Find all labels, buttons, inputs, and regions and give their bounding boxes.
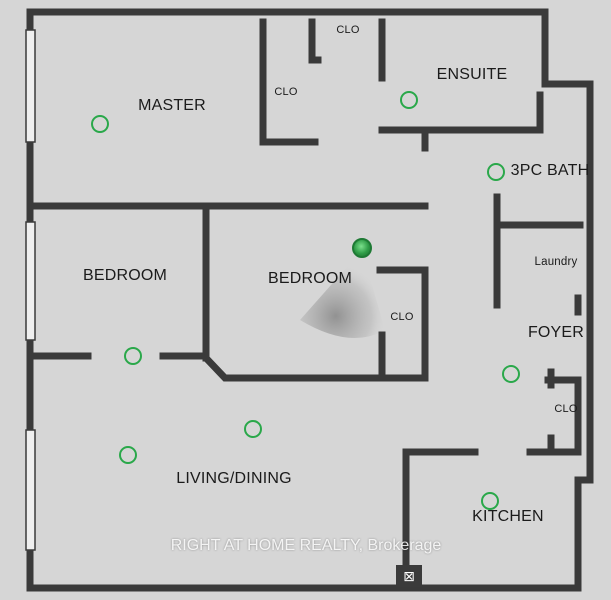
viewpoint-marker-ensuite[interactable] (400, 91, 418, 109)
entry-icon: ⊠ (396, 565, 422, 587)
room-label-ensuite: ENSUITE (436, 66, 508, 83)
viewpoint-marker-active[interactable] (352, 238, 372, 258)
viewpoint-marker-foyer[interactable] (502, 365, 520, 383)
room-label-foyer: FOYER (527, 324, 585, 341)
viewpoint-marker-dining[interactable] (119, 446, 137, 464)
room-label-closet-master: CLO (274, 86, 298, 98)
viewpoint-marker-living[interactable] (244, 420, 262, 438)
room-label-closet-foyer: CLO (554, 403, 578, 415)
room-label-closet-top: CLO (336, 24, 360, 36)
room-label-bedroom-left: BEDROOM (82, 267, 168, 284)
room-label-bedroom-center: BEDROOM (267, 270, 353, 287)
viewpoint-marker-master[interactable] (91, 115, 109, 133)
view-cone (300, 250, 385, 338)
watermark: RIGHT AT HOME REALTY, Brokerage (170, 537, 442, 554)
room-label-laundry: Laundry (534, 256, 578, 268)
windows (25, 29, 36, 551)
room-label-living-dining: LIVING/DINING (176, 470, 292, 487)
room-label-closet-bedroom: CLO (390, 311, 414, 323)
viewpoint-marker-bath[interactable] (487, 163, 505, 181)
room-label-master: MASTER (138, 97, 206, 114)
viewpoint-marker-kitchen[interactable] (481, 492, 499, 510)
room-label-kitchen: KITCHEN (472, 508, 544, 525)
room-label-bath: 3PC BATH (510, 162, 590, 179)
viewpoint-marker-bedroom-left[interactable] (124, 347, 142, 365)
walls (26, 8, 594, 592)
